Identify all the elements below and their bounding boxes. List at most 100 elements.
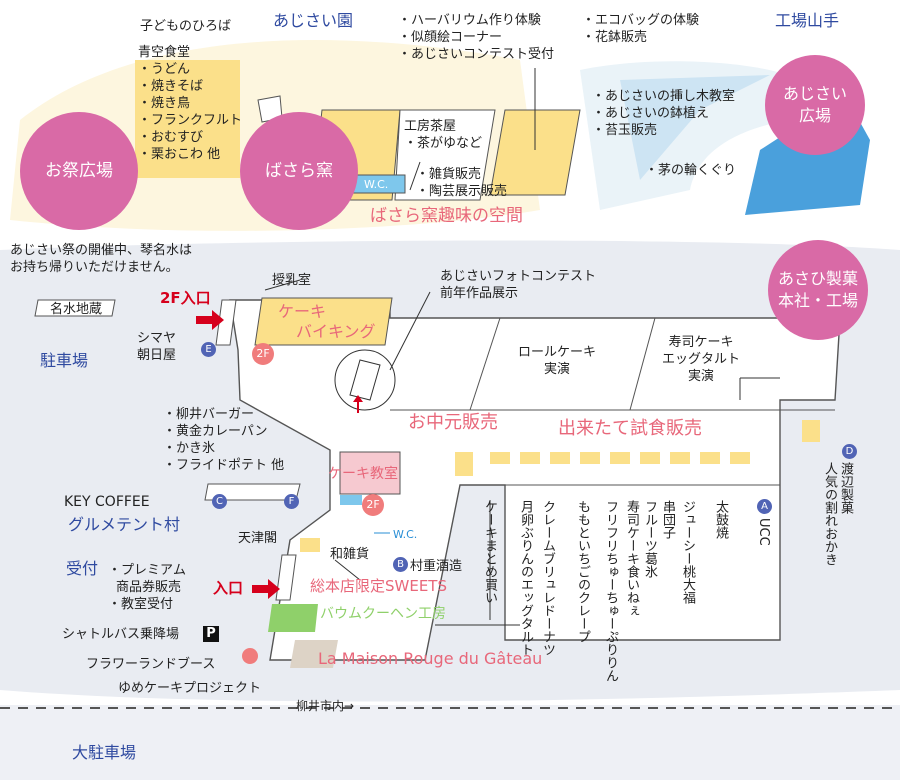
list-item: ・陶芸展示販売 bbox=[416, 184, 508, 199]
list-item: 商品券販売 bbox=[116, 580, 182, 595]
list-item: シマヤ bbox=[137, 331, 177, 346]
cake-viking-line: ケーキ bbox=[278, 302, 327, 321]
list-item: ・フランクフルト bbox=[138, 113, 243, 128]
list-reception: ・プレミアム 商品券販売 ・教室受付 bbox=[108, 562, 186, 613]
list-kobo-chaya: 工房茶屋 ・茶がゆなど bbox=[404, 118, 482, 152]
floor-2f-badge: 2F bbox=[362, 494, 384, 516]
list-item: あじさいフォトコンテスト bbox=[440, 269, 597, 284]
label-shimaya: シマヤ 朝日屋 bbox=[137, 330, 176, 364]
list-item: ・おむすび bbox=[138, 130, 204, 145]
zone-asahi-seika: あさひ製菓 本社・工場 bbox=[768, 240, 868, 340]
label-dekitate: 出来たて試食販売 bbox=[558, 418, 702, 439]
label-reception: 受付 bbox=[66, 559, 99, 578]
stall-label: フリフリちゅーちゅーぷりりん bbox=[603, 500, 618, 682]
list-item: ロールケーキ bbox=[518, 345, 597, 360]
label-sohonten-sweets: 総本店限定SWEETS bbox=[310, 577, 447, 595]
label-flower-booth: フラワーランドブース bbox=[86, 657, 216, 672]
label-ajisai-en: あじさい園 bbox=[273, 11, 354, 30]
zone-ajisai-label: あじさい 広場 bbox=[782, 84, 847, 125]
label-kojo-yamate: 工場山手 bbox=[775, 11, 840, 30]
label-basara-space: ばさら窯趣味の空間 bbox=[370, 206, 523, 226]
zone-omatsuri-label: お祭広場 bbox=[45, 161, 113, 181]
list-item: 朝日屋 bbox=[137, 348, 177, 363]
list-zakka: ・雑貨販売 ・陶芸展示販売 bbox=[416, 166, 507, 200]
marker-e: E bbox=[201, 342, 216, 357]
zone-basara-gama: ばさら窯 bbox=[240, 112, 358, 230]
zone-omatsuri-hiroba: お祭広場 bbox=[20, 112, 138, 230]
label-gourmet-tent: グルメテント村 bbox=[68, 515, 181, 534]
list-item: ・黄金カレーパン bbox=[163, 424, 268, 439]
label-ochugen: お中元販売 bbox=[408, 412, 498, 433]
list-item: ・うどん bbox=[138, 62, 191, 77]
list-item: 前年作品展示 bbox=[440, 286, 519, 301]
list-item: 実演 bbox=[544, 362, 571, 377]
notice: あじさい祭の開催中、琴名水は お持ち帰りいただけません。 bbox=[10, 242, 192, 276]
list-item: ・柳井バーガー bbox=[163, 407, 255, 422]
marker-d: D bbox=[842, 444, 857, 459]
label-chinowa: ・茅の輪くぐり bbox=[645, 163, 737, 178]
label-entrance-2f: 2F入口 bbox=[160, 289, 211, 307]
label-tenshinkaku: 天津閣 bbox=[238, 531, 278, 546]
marker-a: A bbox=[757, 499, 772, 514]
list-item: ・エコバッグの体験 bbox=[582, 13, 700, 28]
stall-label: UCC bbox=[756, 518, 771, 546]
floor-2f-badge: 2F bbox=[252, 343, 274, 365]
label-chushajo: 駐車場 bbox=[40, 351, 89, 370]
list-item: ・苔玉販売 bbox=[592, 123, 658, 138]
list-item: ・栗おこわ 他 bbox=[138, 147, 221, 162]
stall-label: 月卵ぶりんのエッグタルト bbox=[518, 500, 533, 656]
list-item: ・あじさいコンテスト受付 bbox=[398, 47, 555, 62]
label-junyushitsu: 授乳室 bbox=[272, 273, 312, 288]
list-item: エッグタルト bbox=[662, 352, 741, 367]
list-item: ・焼き鳥 bbox=[138, 96, 191, 111]
list-item: ・あじさいの鉢植え bbox=[592, 106, 710, 121]
cake-viking-line: バイキング bbox=[296, 322, 376, 341]
label-key-coffee: KEY COFFEE bbox=[64, 494, 150, 510]
label-wazakka: 和雑貨 bbox=[330, 547, 370, 562]
stall-label: ケーキまとめ買い bbox=[482, 500, 497, 604]
stall-label: ももといちごのクレープ bbox=[575, 500, 590, 643]
list-item: ・教室受付 bbox=[108, 597, 174, 612]
label-yume-cake: ゆめケーキプロジェクト bbox=[118, 681, 262, 696]
stall-label: フルーツ葛氷 bbox=[642, 500, 657, 578]
list-item: ・あじさいの挿し木教室 bbox=[592, 89, 736, 104]
list-item: 実演 bbox=[688, 369, 715, 384]
label-yanai-direction: 柳井市内→ bbox=[296, 699, 355, 713]
label-baumkuchen: バウムクーヘン工房 bbox=[320, 606, 446, 622]
list-item: ・花鉢販売 bbox=[582, 30, 648, 45]
list-gourmet: ・柳井バーガー ・黄金カレーパン ・かき氷 ・フライドポテト 他 bbox=[163, 406, 284, 474]
label-entrance: 入口 bbox=[213, 579, 244, 597]
zone-basara-label: ばさら窯 bbox=[265, 161, 333, 181]
marker-f: F bbox=[284, 494, 299, 509]
label-sushi-cake: 寿司ケーキ エッグタルト 実演 bbox=[662, 334, 740, 385]
stall-label: クレームブリュレドーナツ bbox=[540, 500, 555, 656]
list-harbarium: ・ハーバリウム作り体験 ・似顔絵コーナー ・あじさいコンテスト受付 bbox=[398, 12, 554, 63]
label-la-maison: La Maison Rouge du Gâteau bbox=[318, 649, 543, 668]
label-murashige: 村重酒造 bbox=[410, 559, 463, 574]
zone-asahi-label: あさひ製菓 本社・工場 bbox=[777, 269, 858, 310]
label-cake-viking: ケーキ バイキング bbox=[278, 302, 376, 342]
label-meisui-jizo: 名水地蔵 bbox=[50, 302, 103, 317]
aozora-title: 青空食堂 bbox=[138, 45, 191, 60]
list-item: ・焼きそば bbox=[138, 79, 204, 94]
list-item: 工房茶屋 bbox=[404, 119, 457, 134]
notice-line: お持ち帰りいただけません。 bbox=[10, 260, 179, 275]
label-kodomo-hiroba: 子どものひろば bbox=[140, 19, 232, 34]
stall-label: 渡辺製菓 bbox=[838, 462, 853, 514]
stall-label: 太鼓焼 bbox=[713, 500, 728, 539]
notice-line: あじさい祭の開催中、琴名水は bbox=[10, 243, 193, 258]
list-aozora-shokudo: 青空食堂 ・うどん ・焼きそば ・焼き鳥 ・フランクフルト ・おむすび ・栗おこ… bbox=[138, 44, 242, 163]
label-dai-chushajo: 大駐車場 bbox=[72, 743, 137, 762]
wc-main: W.C. bbox=[393, 528, 418, 541]
stall-label: 人気の割れおかき bbox=[822, 462, 837, 566]
list-item: ・かき氷 bbox=[163, 441, 216, 456]
marker-c: C bbox=[212, 494, 227, 509]
list-ecobag: ・エコバッグの体験 ・花鉢販売 bbox=[582, 12, 699, 46]
list-item: ・フライドポテト 他 bbox=[163, 458, 285, 473]
marker-b: B bbox=[393, 557, 408, 572]
stall-label: ジューシー桃大福 bbox=[680, 500, 695, 604]
label-shuttle: シャトルバス乗降場 bbox=[62, 627, 180, 642]
zone-ajisai-hiroba: あじさい 広場 bbox=[765, 55, 865, 155]
list-item: ・ハーバリウム作り体験 bbox=[398, 13, 541, 28]
stall-label: 串団子 bbox=[660, 500, 675, 539]
